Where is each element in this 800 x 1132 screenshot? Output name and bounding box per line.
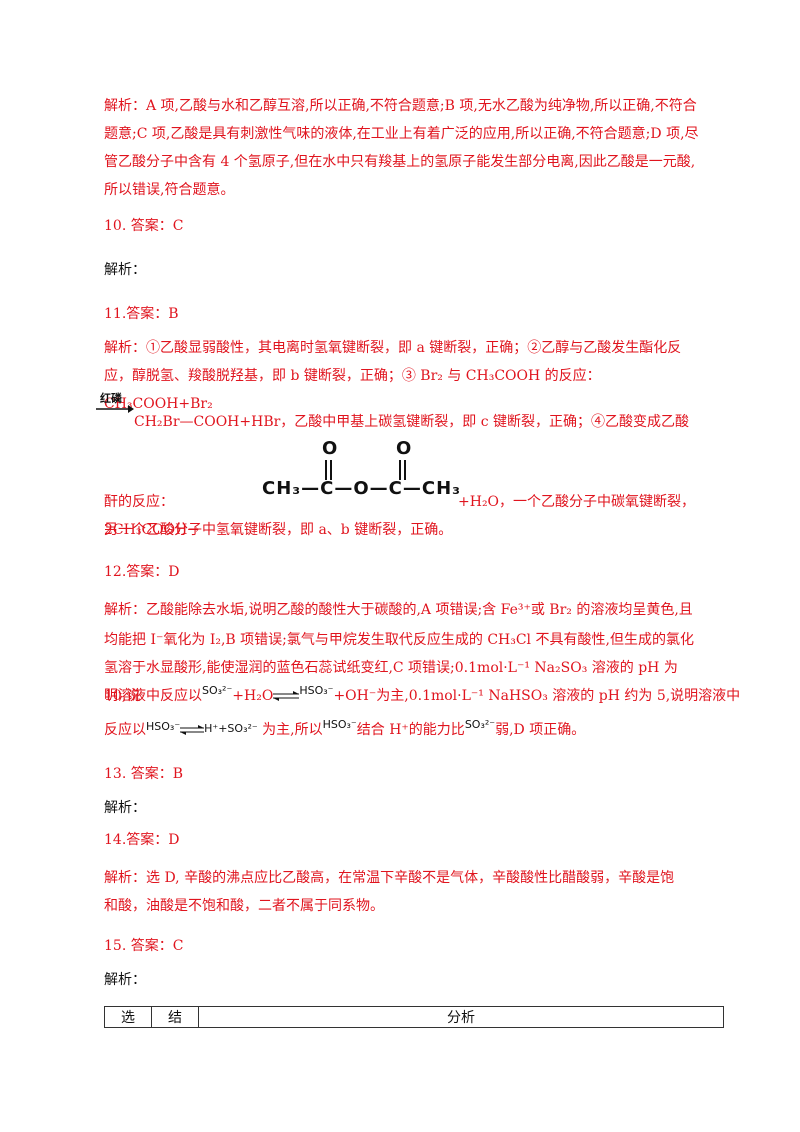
equilibrium-arrow-icon xyxy=(273,691,300,701)
q9-analysis: 解析：A 项,乙酸与水和乙醇互溶,所以正确,不符合题意;B 项,无水乙酸为纯净物… xyxy=(104,98,699,198)
q12-line4: 明溶液中反应以SO₃²⁻+H₂O HSO₃⁻+OH⁻为主,0.1mol·L⁻¹ N… xyxy=(104,682,740,711)
catalyst-label: 红磷 xyxy=(100,392,122,405)
ion-hso3-b: HSO₃⁻ xyxy=(322,718,357,731)
q12-line4-mid: +H₂O xyxy=(232,688,274,704)
q12-line5-pre: 反应以 xyxy=(104,722,146,738)
q11-line4a: 酐的反应：2CH₃COOH→ xyxy=(104,494,200,538)
ion-hso3: HSO₃⁻ xyxy=(299,684,334,697)
q13-answer: 13. 答案：B xyxy=(104,766,184,782)
table-row: 选 结 分析 xyxy=(104,1006,724,1028)
q12-line1: 解析：乙酸能除去水垢,说明乙酸的酸性大于碳酸的,A 项错误;含 Fe³⁺或 Br… xyxy=(104,602,693,618)
q12-line4-pre: 明溶液中反应以 xyxy=(104,688,202,704)
q12-answer: 12.答案：D xyxy=(104,564,180,580)
q11-line4b: +H₂O，一个乙酸分子中碳氧键断裂， xyxy=(458,494,696,510)
q12-line5-post: 弱,D 项正确。 xyxy=(495,722,586,738)
reaction-arrow: 红磷 xyxy=(96,390,136,414)
equilibrium-arrow-icon-2 xyxy=(180,725,205,735)
carbonyl-oxygen-1: O xyxy=(322,438,338,459)
q11-line1: 解析：①乙酸显弱酸性，其电离时氢氧键断裂，即 a 键断裂，正确；②乙醇与乙酸发生… xyxy=(104,340,682,356)
q12-line2: 均能把 I⁻氧化为 I₂,B 项错误;氯气与甲烷发生取代反应生成的 CH₃Cl … xyxy=(104,632,694,648)
anhydride-chain: CH₃—C—O—C—CH₃ xyxy=(262,478,462,499)
q12-line5: 反应以HSO₃⁻H⁺+SO₃²⁻ 为主,所以HSO₃⁻结合 H⁺的能力比SO₃²… xyxy=(104,716,704,745)
header-cell-analysis: 分析 xyxy=(198,1006,724,1028)
q15-analysis: 解析： xyxy=(104,972,146,988)
q12-line3: 氢溶于水显酸形,能使湿润的蓝色石蕊试纸变红,C 项错误;0.1mol·L⁻¹ N… xyxy=(104,660,678,704)
q14-line1: 解析：选 D, 辛酸的沸点应比乙酸高，在常温下辛酸不是气体，辛酸酸性比醋酸弱，辛… xyxy=(104,870,675,886)
q10-answer: 10. 答案：C xyxy=(104,218,184,234)
ion-so3: SO₃²⁻ xyxy=(202,684,233,697)
ion-so3-b: SO₃²⁻ xyxy=(464,718,496,731)
q13-analysis: 解析： xyxy=(104,800,146,816)
q12-line5-mid2: 结合 H⁺的能力比 xyxy=(356,722,465,738)
q11-line5: 另一个乙酸分子中氢氧键断裂，即 a、b 键断裂，正确。 xyxy=(104,522,453,538)
ion-h-so3: H⁺+SO₃²⁻ xyxy=(204,722,258,735)
q10-analysis: 解析： xyxy=(104,262,146,278)
q11-answer: 11.答案：B xyxy=(104,306,179,322)
header-cell-conclusion: 结 xyxy=(151,1006,199,1028)
ion-hso3-a: HSO₃⁻ xyxy=(146,720,181,733)
q11-line3: CH₂Br—COOH+HBr，乙酸中甲基上碳氢键断裂，即 c 键断裂，正确；④乙… xyxy=(134,414,690,430)
analysis-table: 选 结 分析 xyxy=(104,1006,724,1028)
q12-line4-post: +OH⁻为主,0.1mol·L⁻¹ NaHSO₃ 溶液的 pH 约为 5,说明溶… xyxy=(333,688,741,704)
q14-line2: 和酸，油酸是不饱和酸，二者不属于同系物。 xyxy=(104,898,384,914)
q14-answer: 14.答案：D xyxy=(104,832,180,848)
double-bond-lines xyxy=(325,460,406,480)
carbonyl-oxygen-2: O xyxy=(396,438,412,459)
anhydride-structure: O O CH₃—C—O—C—CH₃ xyxy=(262,438,462,508)
header-cell-option: 选 xyxy=(104,1006,152,1028)
q15-answer: 15. 答案：C xyxy=(104,938,184,954)
right-arrow-icon xyxy=(96,405,134,413)
q12-line5-mid: 为主,所以 xyxy=(262,722,323,738)
